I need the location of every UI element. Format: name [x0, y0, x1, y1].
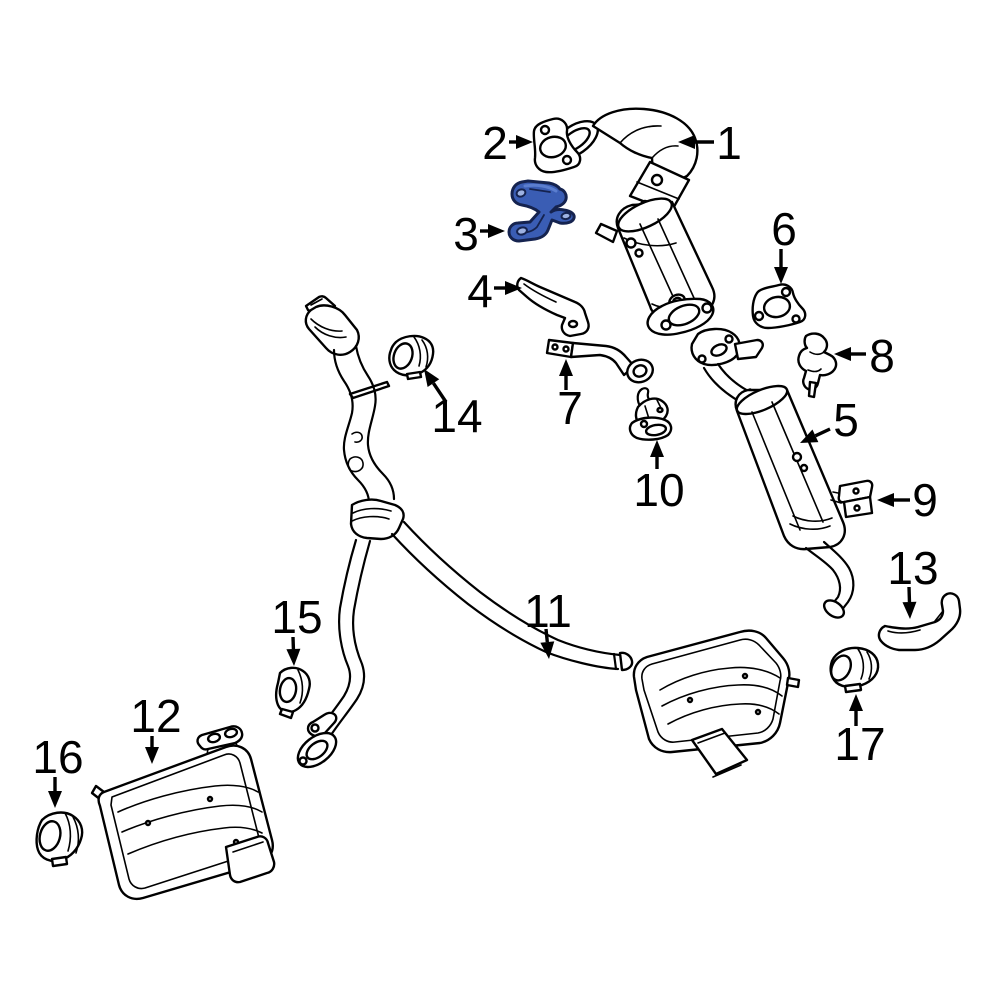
callout-7: 7	[557, 359, 583, 434]
callout-label-8: 8	[869, 330, 895, 382]
callout-arrowhead	[516, 135, 533, 149]
callout-arrowhead	[540, 641, 555, 659]
callout-9: 9	[877, 474, 938, 526]
callout-arrow-line	[814, 427, 831, 438]
callout-arrowhead	[650, 440, 664, 457]
callout-arrowhead	[488, 224, 505, 238]
part-17-insulator-art	[829, 646, 880, 694]
part-4-bracket-art	[516, 276, 590, 338]
callout-8: 8	[834, 330, 895, 382]
callout-label-3: 3	[453, 208, 479, 260]
callout-5: 5	[800, 394, 859, 446]
callout-arrowhead	[286, 648, 301, 666]
part-13-bracket-art	[877, 592, 962, 652]
callout-17: 17	[834, 694, 886, 770]
part-8-hanger-art	[797, 332, 838, 399]
callout-arrowhead	[800, 429, 819, 443]
part-2-gasket-art	[532, 117, 582, 174]
callout-4: 4	[467, 265, 522, 317]
callout-arrowhead	[424, 369, 440, 388]
callout-label-13: 13	[887, 542, 938, 594]
callout-arrowhead	[849, 694, 863, 711]
callout-arrowhead	[774, 267, 788, 284]
callout-arrowhead	[145, 747, 159, 764]
callout-arrowhead	[877, 493, 894, 507]
callout-label-7: 7	[557, 382, 583, 434]
callout-arrowhead	[678, 135, 695, 149]
callout-label-16: 16	[32, 731, 83, 783]
callout-14: 14	[424, 369, 483, 442]
callout-label-17: 17	[834, 718, 885, 770]
callout-2: 2	[482, 117, 533, 169]
callout-13: 13	[887, 542, 939, 619]
part-7-bracket-art	[545, 338, 654, 384]
callout-label-4: 4	[467, 265, 493, 317]
callout-arrowhead	[48, 791, 62, 808]
part-12-muffler-art	[90, 725, 276, 900]
callout-10: 10	[633, 440, 685, 516]
front-ypipe-art	[296, 295, 634, 769]
callout-arrowhead	[559, 359, 573, 376]
callout-label-14: 14	[431, 390, 482, 442]
callout-12: 12	[130, 690, 182, 764]
part-3-highlighted-bracket-art	[507, 179, 576, 243]
callout-label-6: 6	[771, 203, 797, 255]
callout-arrowhead	[834, 347, 851, 361]
callout-3: 3	[453, 208, 505, 260]
callout-11: 11	[524, 585, 572, 659]
callout-label-5: 5	[833, 394, 859, 446]
callout-1: 1	[678, 117, 742, 169]
part-11-muffler-art	[632, 629, 801, 778]
part-15-insulator-art	[274, 666, 311, 720]
callout-arrowhead	[902, 601, 917, 619]
callout-label-12: 12	[130, 690, 181, 742]
callout-arrow-line	[432, 382, 448, 403]
callout-label-2: 2	[482, 117, 508, 169]
callout-label-11: 11	[524, 585, 572, 637]
callout-label-9: 9	[912, 474, 938, 526]
callout-label-1: 1	[716, 117, 742, 169]
part-1-downpipe-art	[551, 107, 716, 336]
part-14-insulator-art	[388, 334, 435, 381]
callout-15: 15	[271, 591, 323, 666]
part-10-bracket-art	[628, 387, 673, 441]
callout-label-15: 15	[271, 591, 322, 643]
part-5-resonator-art	[690, 327, 855, 619]
callout-label-10: 10	[633, 464, 684, 516]
part-9-bracket-art	[830, 479, 874, 519]
callout-6: 6	[771, 203, 797, 284]
callout-16: 16	[32, 731, 84, 808]
callout-arrow-line	[544, 628, 549, 643]
callout-arrowhead	[505, 281, 522, 295]
part-16-insulator-art	[35, 811, 84, 868]
part-6-gasket-art	[751, 283, 807, 330]
